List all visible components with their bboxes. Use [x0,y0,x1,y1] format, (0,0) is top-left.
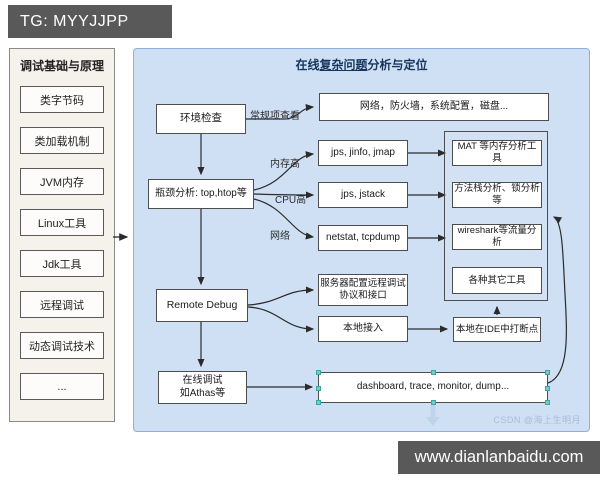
selection-handle [545,385,550,391]
selection-handle [431,400,436,405]
node-server-config: 服务器配置远程调试 协议和接口 [318,274,408,306]
selection-handle [545,400,550,405]
diagram-title-prefix: 在线 [295,58,320,72]
sidebar-item-linux-tools: Linux工具 [20,209,104,236]
selection-handle [316,385,321,391]
node-stack-lock-analysis: 方法栈分析、锁分析等 [452,182,542,208]
edge-label-cpu-high: CPU高 [275,195,307,206]
connector-remotedebug-to-serverconfig [247,286,315,306]
selection-handle [316,400,321,405]
node-dashboard-commands: dashboard, trace, monitor, dump... [316,370,550,405]
selection-handle [431,370,436,375]
diagram-title-suffix: 分析与定位 [367,58,428,72]
diagram-title: 在线复杂问题分析与定位 [134,56,589,73]
node-network-tools: netstat, tcpdump [318,225,408,251]
node-env-check: 环境检查 [156,104,246,134]
node-online-debug: 在线调试 如Athas等 [158,371,247,404]
bottom-right-banner-text: www.dianlanbaidu.com [414,448,584,466]
edge-label-memory-high: 内存高 [270,159,300,170]
node-wireshark-traffic-analysis: wireshark等流量分析 [452,224,542,250]
sidebar-panel: 调试基础与原理 类字节码 类加载机制 JVM内存 Linux工具 Jdk工具 远… [9,48,115,422]
node-mat-memory-analysis: MAT 等内存分析工具 [452,140,542,166]
sidebar-to-panel-arrow [113,233,129,241]
analysis-tools-container: MAT 等内存分析工具 方法栈分析、锁分析等 wireshark等流量分析 各种… [444,131,548,301]
node-other-tools: 各种其它工具 [452,267,542,294]
node-remote-debug: Remote Debug [156,289,248,322]
csdn-watermark: CSDN @海上生明月 [493,415,581,425]
dashboard-commands-text: dashboard, trace, monitor, dump... [356,381,510,393]
selection-handle [545,370,550,375]
top-left-banner: TG: MYYJJPP [8,5,172,38]
node-bottleneck-analysis: 瓶颈分析: top,htop等 [148,179,254,209]
ghost-arrowhead-below-dashboard [426,417,440,426]
sidebar-item-classloading: 类加载机制 [20,127,104,154]
selection-handle [316,370,321,375]
connector-dashboard-to-toolscontainer [547,216,567,384]
node-memory-tools: jps, jinfo, jmap [318,140,408,166]
bottom-right-banner: www.dianlanbaidu.com [398,441,600,474]
sidebar-item-more: ... [20,373,104,400]
diagram-panel: 在线复杂问题分析与定位 [133,48,590,432]
edge-label-general-check: 常规项查看 [250,111,300,122]
diagram-title-underlined: 复杂问题 [319,58,368,72]
node-general-check-result: 网络，防火墙，系统配置，磁盘... [319,93,549,121]
node-local-access: 本地接入 [318,316,408,342]
sidebar-item-remote-debug: 远程调试 [20,291,104,318]
sidebar-title: 调试基础与原理 [19,59,104,73]
edge-label-network: 网络 [270,231,290,242]
node-local-ide-breakpoint: 本地在IDE中打断点 [453,317,541,342]
sidebar-item-jvm-memory: JVM内存 [20,168,104,195]
top-left-banner-text: TG: MYYJJPP [20,12,129,30]
sidebar-item-dynamic-debug: 动态调试技术 [20,332,104,359]
node-cpu-tools: jps, jstack [318,182,408,208]
sidebar-item-bytecode: 类字节码 [20,86,104,113]
sidebar-item-jdk-tools: Jdk工具 [20,250,104,277]
connector-remotedebug-to-localaccess [247,306,315,333]
